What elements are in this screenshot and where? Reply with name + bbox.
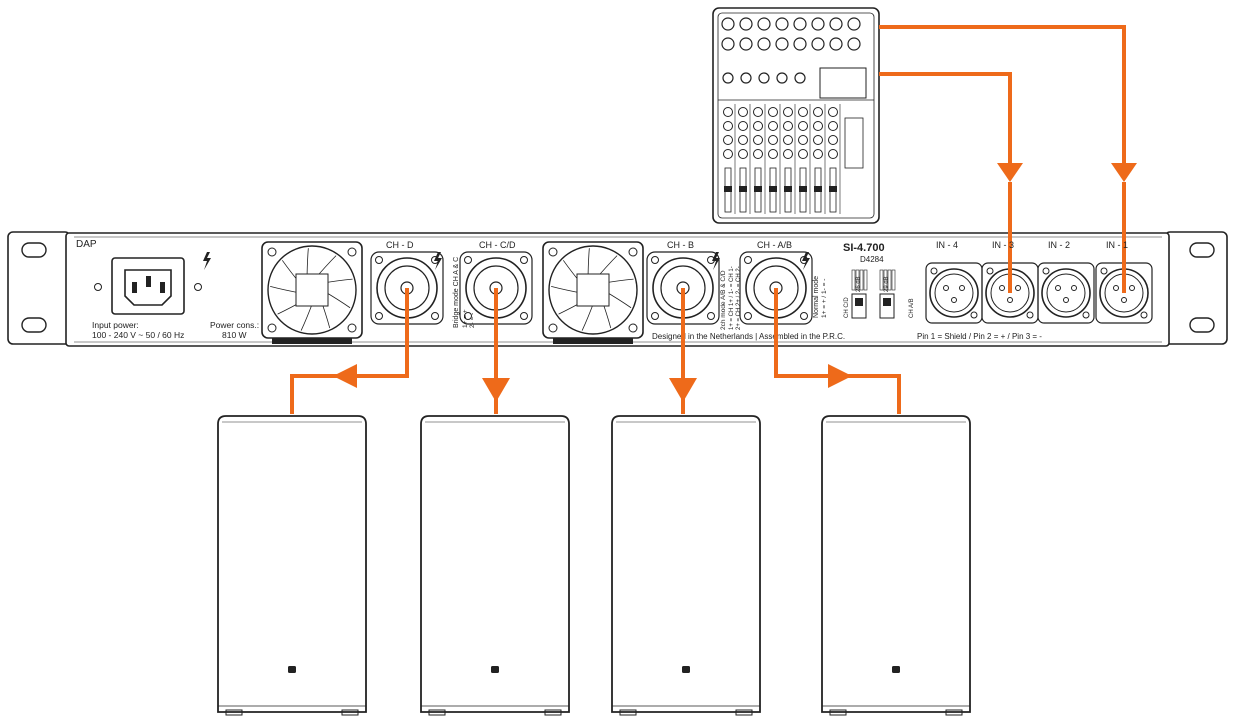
twoch-mode-text: 2ch mode A/B & C/D: [720, 270, 727, 330]
lightning-icon: [802, 252, 810, 270]
speaker-cabinet-icon: [611, 415, 761, 716]
cooling-fan-icon: [542, 241, 644, 344]
input-label: IN - 4: [936, 240, 958, 250]
speaker-cabinet-icon: [420, 415, 570, 716]
switch-cd-label: CH C/D: [844, 297, 850, 318]
arrow-right: [828, 364, 852, 388]
input-label: IN - 3: [992, 240, 1014, 250]
bridge-pins-line2: 2- = -: [469, 313, 476, 328]
power-inlet-icon[interactable]: [94, 257, 202, 315]
power-cons-value: 810 W: [222, 330, 247, 340]
rack-hole[interactable]: [1189, 242, 1215, 258]
arrow-left: [333, 364, 357, 388]
wire-mixer-in1: [879, 25, 1126, 175]
power-cons-label: Power cons.:: [210, 320, 259, 330]
input-power-label: Input power:: [92, 320, 139, 330]
input-power-value: 100 - 240 V ~ 50 / 60 Hz: [92, 330, 184, 340]
gain-switch-ab[interactable]: [879, 293, 895, 319]
arrow-down: [997, 163, 1023, 182]
bridge-mode-text: Bridge mode CH A & C: [453, 257, 460, 328]
input-label: IN - 1: [1106, 240, 1128, 250]
switch-ab-label: CH A/B: [909, 298, 915, 318]
arrow-down: [482, 378, 510, 402]
rack-ear-right: [1164, 231, 1228, 345]
mixer-console-icon: [712, 7, 880, 224]
amplifier-rear-panel: DAP Input power: 100 - 240 V ~ 50 / 60 H…: [7, 231, 1228, 347]
output-label: CH - B: [667, 240, 694, 250]
pin-text: Pin 1 = Shield / Pin 2 = + / Pin 3 = -: [917, 332, 1042, 341]
gain-switch-cd[interactable]: [851, 293, 867, 319]
input-label: IN - 2: [1048, 240, 1070, 250]
rack-hole[interactable]: [1189, 317, 1215, 333]
twoch-pins-line2: 2+ = CH 2+ / 2- = CH 2-: [736, 266, 742, 330]
lightning-icon: [203, 252, 211, 270]
twoch-pins-line1: 1+ = CH 1+ / 1- = CH 1-: [729, 266, 735, 330]
gain-label: 29 dB: [884, 276, 890, 292]
speaker-cabinet-icon: [217, 415, 367, 716]
designed-text: Designed in the Netherlands | Assembled …: [652, 332, 845, 341]
arrow-down: [669, 378, 697, 402]
rack-hole[interactable]: [21, 317, 47, 333]
lightning-icon: [712, 252, 720, 270]
arrow-down: [1111, 163, 1137, 182]
bridge-pins-line1: 1+ = +: [462, 309, 469, 328]
output-label: CH - C/D: [479, 240, 516, 250]
signal-wires: [290, 25, 1137, 414]
normal-mode-text: Normal mode: [813, 276, 820, 318]
speaker-cabinet-icon: [821, 415, 971, 716]
rack-ear-left: [7, 231, 71, 345]
lightning-icon: [434, 252, 442, 270]
model-code: D4284: [860, 255, 884, 264]
model-label: SI-4.700: [843, 242, 885, 254]
brand-label: DAP: [76, 239, 97, 250]
normal-pins-text: 1+ = + / 1- = -: [821, 279, 828, 318]
output-label: CH - A/B: [757, 240, 792, 250]
rack-hole[interactable]: [21, 242, 47, 258]
cooling-fan-icon: [261, 241, 363, 344]
xlr-connector-icon[interactable]: [1037, 262, 1095, 324]
output-label: CH - D: [386, 240, 414, 250]
gain-label: 26 dB: [856, 276, 862, 292]
wire-mixer-in3: [879, 72, 1012, 175]
